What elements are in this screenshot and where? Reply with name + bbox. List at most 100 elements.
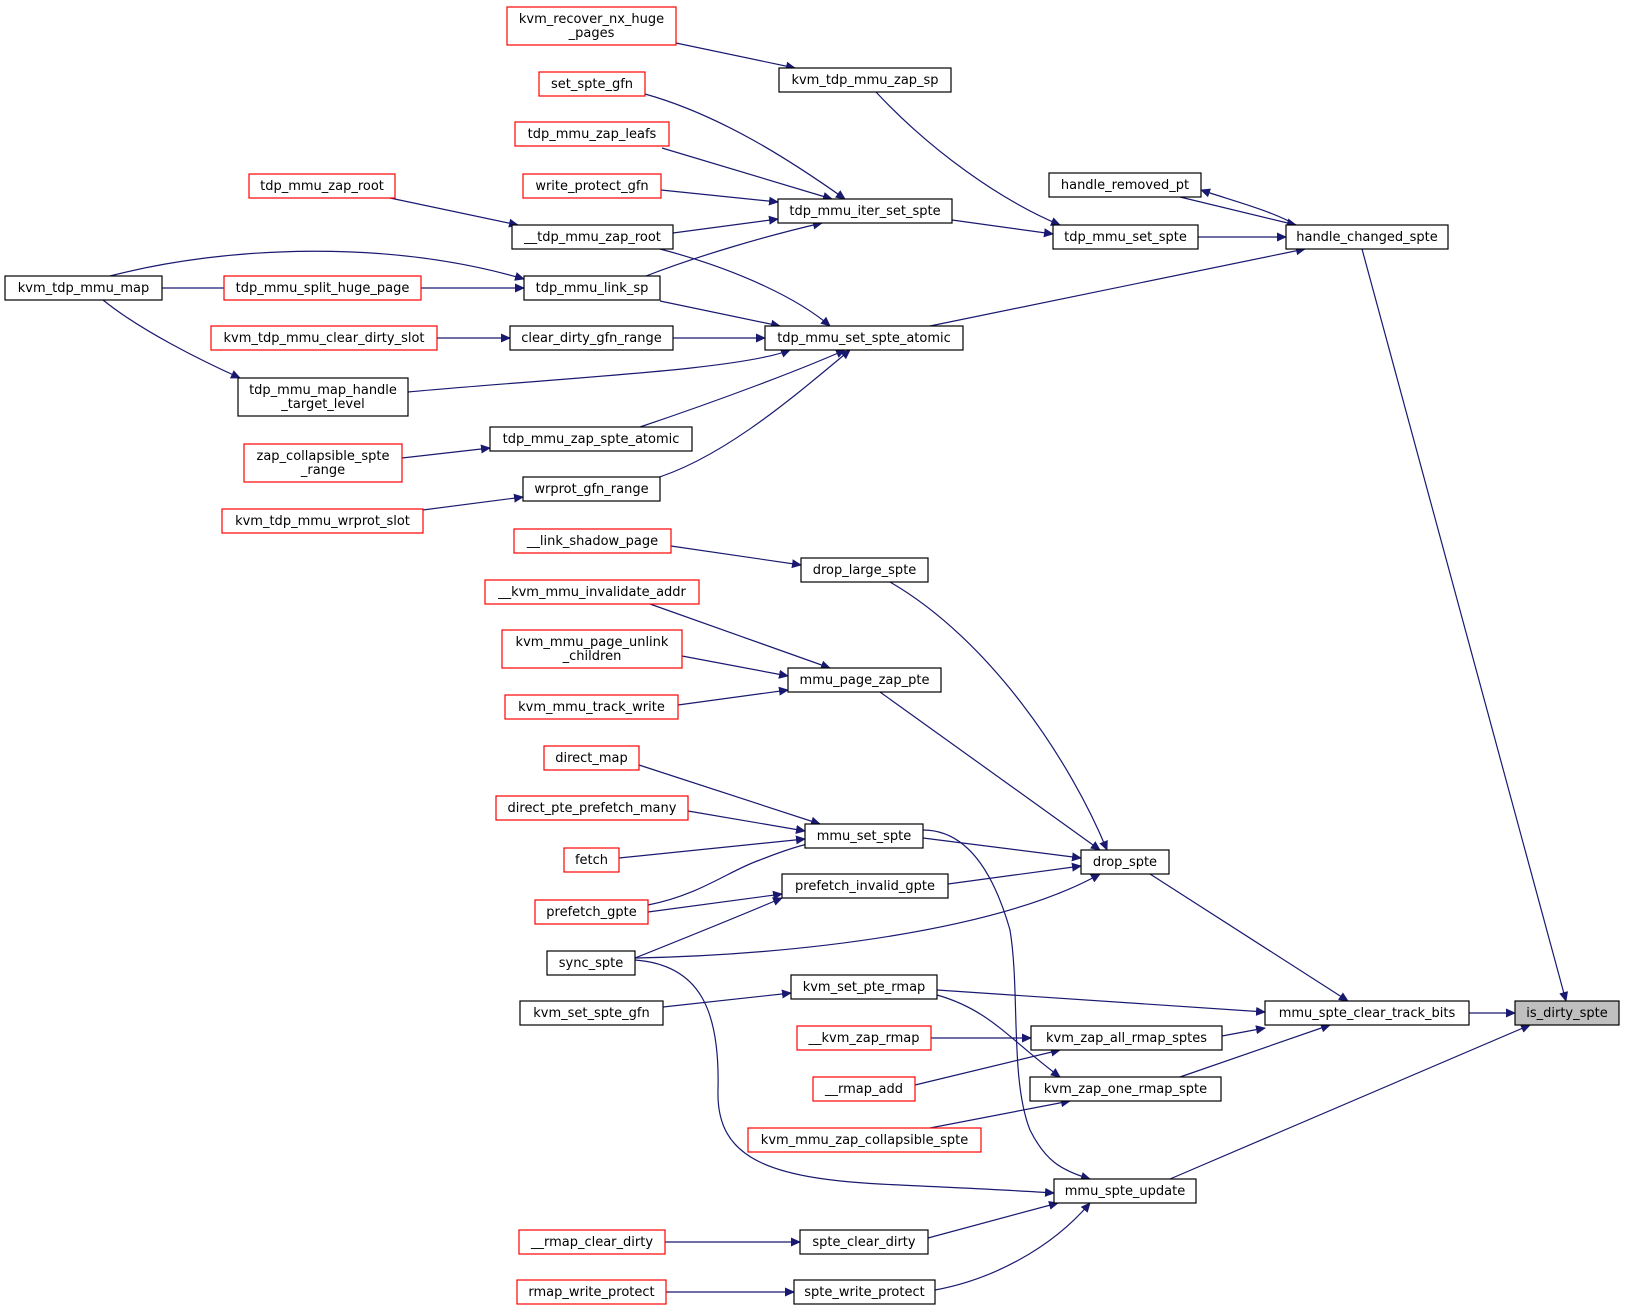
edges-layer [83, 42, 1568, 1297]
node-drop_spte[interactable]: drop_spte [1080, 849, 1170, 875]
edge-line [647, 839, 818, 906]
node-label: write_protect_gfn [535, 179, 648, 194]
edge-tdp_mmu_link_sp-to-tdp_mmu_iter_set_spte [645, 220, 823, 277]
node-__tdp_mmu_zap_root[interactable]: __tdp_mmu_zap_root [511, 224, 674, 250]
node-label: handle_removed_pt [1061, 178, 1189, 193]
node-label: _target_level [280, 397, 364, 412]
edge-line [675, 42, 796, 71]
node-label: kvm_recover_nx_huge [519, 12, 664, 27]
node-kvm_zap_one_rmap_spte[interactable]: kvm_zap_one_rmap_spte [1029, 1076, 1222, 1102]
node-kvm_mmu_track_write[interactable]: kvm_mmu_track_write [504, 694, 679, 720]
node-box [210, 325, 438, 351]
node-kvm_tdp_mmu_zap_sp[interactable]: kvm_tdp_mmu_zap_sp [778, 67, 952, 93]
edge-fetch-to-mmu_set_spte [618, 835, 806, 859]
node-box [543, 745, 640, 771]
node-box [523, 275, 661, 301]
node-prefetch_gpte[interactable]: prefetch_gpte [534, 899, 649, 925]
edge-line [914, 1047, 1061, 1086]
node-box [546, 950, 636, 976]
node-label: drop_large_spte [813, 563, 917, 578]
node-label: kvm_set_pte_rmap [803, 980, 926, 995]
node-tdp_mmu_zap_leafs[interactable]: tdp_mmu_zap_leafs [514, 121, 670, 147]
edge-tdp_mmu_link_sp-to-tdp_mmu_set_spte_atomic [659, 300, 781, 329]
edge-wrprot_gfn_range-to-tdp_mmu_set_spte_atomic [649, 349, 851, 481]
node-direct_pte_prefetch_many[interactable]: direct_pte_prefetch_many [495, 795, 689, 821]
node-wrprot_gfn_range[interactable]: wrprot_gfn_range [522, 476, 661, 502]
node-box [495, 795, 689, 821]
node-label: rmap_write_protect [528, 1285, 654, 1300]
node-prefetch_invalid_gpte[interactable]: prefetch_invalid_gpte [781, 873, 949, 899]
node-box [511, 224, 674, 250]
node-mmu_set_spte[interactable]: mmu_set_spte [804, 823, 924, 849]
node-__rmap_clear_dirty[interactable]: __rmap_clear_dirty [518, 1229, 666, 1255]
edge-kvm_mmu_zap_collapsible_spte-to-kvm_zap_one_rmap_spte [929, 1098, 1071, 1129]
node-label: _children [562, 649, 622, 664]
node-label: spte_write_protect [804, 1285, 924, 1300]
edge-line [639, 349, 846, 428]
edge-sync_spte-to-mmu_spte_update [634, 959, 1055, 1197]
node-kvm_zap_all_rmap_sptes[interactable]: kvm_zap_all_rmap_sptes [1030, 1025, 1223, 1051]
node-__rmap_add[interactable]: __rmap_add [812, 1076, 916, 1102]
node-box [1052, 224, 1199, 250]
node-set_spte_gfn[interactable]: set_spte_gfn [538, 71, 646, 97]
edge-line [102, 299, 241, 379]
edge-kvm_set_pte_rmap-to-mmu_spte_clear_track_bits [936, 989, 1266, 1016]
node-label: tdp_mmu_zap_root [260, 179, 384, 194]
node-spte_clear_dirty[interactable]: spte_clear_dirty [799, 1229, 929, 1255]
node-kvm_tdp_mmu_wrprot_slot[interactable]: kvm_tdp_mmu_wrprot_slot [221, 508, 424, 534]
node-tdp_mmu_zap_spte_atomic[interactable]: tdp_mmu_zap_spte_atomic [489, 426, 693, 452]
node-box [799, 1229, 929, 1255]
node-sync_spte[interactable]: sync_spte [546, 950, 636, 976]
node-label: prefetch_gpte [546, 905, 636, 920]
node-kvm_tdp_mmu_clear_dirty_slot[interactable]: kvm_tdp_mmu_clear_dirty_slot [210, 325, 438, 351]
node-zap_collapsible_spte_range[interactable]: zap_collapsible_spte_range [243, 443, 403, 483]
node-handle_removed_pt[interactable]: handle_removed_pt [1048, 172, 1202, 198]
node-tdp_mmu_iter_set_spte[interactable]: tdp_mmu_iter_set_spte [777, 198, 953, 224]
edge-write_protect_gfn-to-tdp_mmu_iter_set_spte [660, 189, 779, 206]
edge-line [407, 349, 791, 393]
node-fetch[interactable]: fetch [563, 847, 620, 873]
node-label: tdp_mmu_iter_set_spte [789, 204, 940, 219]
node-is_dirty_spte[interactable]: is_dirty_spte [1514, 1000, 1620, 1026]
node-__kvm_mmu_invalidate_addr[interactable]: __kvm_mmu_invalidate_addr [484, 579, 700, 605]
node-tdp_mmu_link_sp[interactable]: tdp_mmu_link_sp [523, 275, 661, 301]
node-__link_shadow_page[interactable]: __link_shadow_page [513, 528, 672, 554]
edge-direct_map-to-mmu_set_spte [638, 764, 821, 826]
node-handle_changed_spte[interactable]: handle_changed_spte [1285, 224, 1449, 250]
node-tdp_mmu_split_huge_page[interactable]: tdp_mmu_split_huge_page [223, 275, 422, 301]
node-drop_large_spte[interactable]: drop_large_spte [800, 557, 929, 583]
node-tdp_mmu_zap_root[interactable]: tdp_mmu_zap_root [248, 173, 396, 199]
node-rmap_write_protect[interactable]: rmap_write_protect [516, 1279, 667, 1305]
node-label: fetch [575, 853, 608, 868]
node-kvm_recover_nx_huge_pages[interactable]: kvm_recover_nx_huge_pages [506, 6, 677, 46]
edge-line [1179, 1023, 1331, 1078]
node-__kvm_zap_rmap[interactable]: __kvm_zap_rmap [796, 1025, 932, 1051]
node-tdp_mmu_set_spte_atomic[interactable]: tdp_mmu_set_spte_atomic [764, 325, 964, 351]
node-box [221, 508, 424, 534]
node-box [514, 121, 670, 147]
node-mmu_spte_update[interactable]: mmu_spte_update [1053, 1178, 1197, 1204]
node-tdp_mmu_map_handle_target_level[interactable]: tdp_mmu_map_handle_target_level [237, 377, 409, 417]
edge-prefetch_invalid_gpte-to-drop_spte [947, 862, 1082, 885]
node-label: zap_collapsible_spte [257, 449, 390, 464]
node-kvm_mmu_page_unlink_children[interactable]: kvm_mmu_page_unlink_children [501, 629, 683, 669]
node-kvm_set_pte_rmap[interactable]: kvm_set_pte_rmap [790, 974, 938, 1000]
edge-set_spte_gfn-to-tdp_mmu_iter_set_spte [644, 93, 846, 200]
node-tdp_mmu_set_spte[interactable]: tdp_mmu_set_spte [1052, 224, 1199, 250]
node-kvm_tdp_mmu_map[interactable]: kvm_tdp_mmu_map [4, 275, 163, 301]
edge-line [634, 959, 1055, 1197]
node-kvm_mmu_zap_collapsible_spte[interactable]: kvm_mmu_zap_collapsible_spte [747, 1127, 982, 1153]
node-label: _pages [568, 26, 615, 41]
node-mmu_page_zap_pte[interactable]: mmu_page_zap_pte [787, 667, 942, 693]
edge-line [662, 989, 792, 1008]
node-mmu_spte_clear_track_bits[interactable]: mmu_spte_clear_track_bits [1264, 1000, 1470, 1026]
node-label: kvm_tdp_mmu_clear_dirty_slot [223, 331, 424, 346]
node-direct_map[interactable]: direct_map [543, 745, 640, 771]
node-clear_dirty_gfn_range[interactable]: clear_dirty_gfn_range [509, 325, 674, 351]
node-spte_write_protect[interactable]: spte_write_protect [793, 1279, 936, 1305]
node-box [534, 899, 649, 925]
node-label: direct_pte_prefetch_many [508, 801, 677, 816]
node-kvm_set_spte_gfn[interactable]: kvm_set_spte_gfn [519, 1000, 664, 1026]
node-write_protect_gfn[interactable]: write_protect_gfn [522, 173, 662, 199]
node-box [800, 557, 929, 583]
